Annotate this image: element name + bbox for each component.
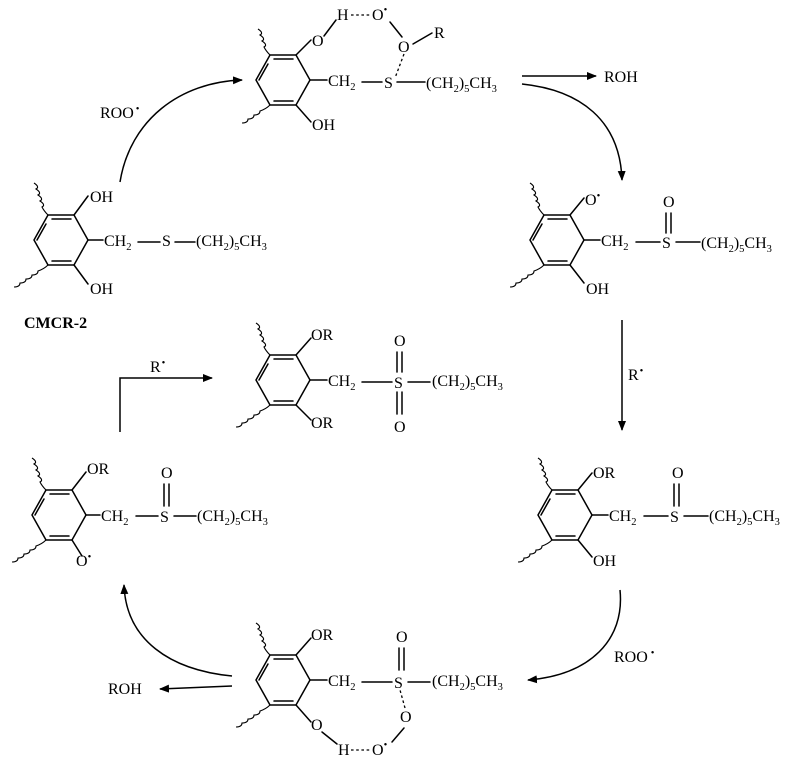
r-group-label: R [434, 25, 445, 42]
oxygen-radical-label: O• [76, 552, 92, 570]
oxygen-radical-label: O• [372, 740, 388, 759]
ch2-label: CH2 [101, 508, 128, 528]
sulfur-label: S [670, 509, 679, 526]
or-label: OR [311, 627, 334, 644]
molecule-bottom-complex: OR O H O• O CH2 S O (CH2)5CH3 [235, 622, 503, 759]
oxygen-label: O [398, 39, 410, 56]
reaction-arrow-icon [119, 374, 213, 432]
compound-name-label: CMCR-2 [24, 315, 87, 332]
sulfur-label: S [160, 509, 169, 526]
reaction-arrow-icon [120, 584, 233, 677]
hexyl-chain-label: (CH2)5CH3 [197, 508, 268, 528]
or-label: OR [311, 415, 334, 432]
sulfur-label: S [162, 233, 171, 250]
molecule-left-phenoxyl: OR O• CH2 S O (CH2)5CH3 [11, 457, 268, 570]
hexyl-chain-label: (CH2)5CH3 [432, 673, 503, 693]
ch2-label: CH2 [104, 233, 131, 253]
hydrogen-label: H [337, 7, 349, 24]
or-label: OR [311, 327, 334, 344]
ch2-label: CH2 [328, 373, 355, 393]
oh-label: OH [586, 281, 610, 298]
reaction-arrow-icon [159, 684, 233, 693]
ch2-label: CH2 [328, 73, 355, 93]
roh-label: ROH [108, 681, 142, 698]
oxygen-radical-label: O• [372, 5, 388, 24]
reaction-arrow-icon [521, 83, 626, 181]
r-radical-label: R• [628, 366, 644, 384]
molecule-phenoxyl-sulfoxide: O• OH CH2 S O (CH2)5CH3 [509, 182, 772, 298]
roh-label: ROH [604, 69, 638, 86]
oxygen-radical-label: O• [585, 191, 601, 209]
hexyl-chain-label: (CH2)5CH3 [426, 75, 497, 95]
oxygen-label: O [672, 465, 684, 482]
oxygen-label: O [400, 709, 412, 726]
hydrogen-label: H [338, 742, 350, 759]
roo-radical-label: ROO• [614, 648, 655, 666]
wavy-bond-icon [13, 264, 49, 288]
oxygen-label: O [311, 717, 323, 734]
molecule-top-complex: O H O• O R OH CH2 S (CH2)5CH3 [241, 5, 497, 134]
molecule-cmcr2: OH OH CH2 S (CH2)5CH3 CMCR-2 [13, 182, 267, 332]
oh-label: OH [312, 117, 336, 134]
r-radical-label: R• [150, 358, 166, 376]
ring-bond [33, 214, 89, 266]
oxygen-label: O [663, 194, 675, 211]
reaction-arrow-icon [119, 76, 243, 183]
oxygen-label: O [312, 33, 324, 50]
reaction-arrow-icon [527, 589, 622, 684]
ch2-label: CH2 [609, 508, 636, 528]
oxygen-label: O [161, 465, 173, 482]
oh-label: OH [593, 553, 617, 570]
hexyl-chain-label: (CH2)5CH3 [709, 508, 780, 528]
roo-radical-label: ROO• [100, 104, 140, 122]
or-label: OR [87, 461, 110, 478]
sulfur-label: S [394, 675, 403, 692]
ch2-label: CH2 [328, 673, 355, 693]
molecule-right-or-sulfoxide: OR OH CH2 S O (CH2)5CH3 [517, 457, 780, 570]
oh-label: OH [90, 281, 114, 298]
molecule-center-sulfone: OR OR CH2 S O O (CH2)5CH3 [235, 322, 503, 436]
sulfur-label: S [394, 375, 403, 392]
oxygen-label: O [394, 419, 406, 436]
hexyl-chain-label: (CH2)5CH3 [432, 373, 503, 393]
sulfur-label: S [662, 235, 671, 252]
ch2-label: CH2 [601, 233, 628, 253]
oxygen-label: O [396, 629, 408, 646]
oxygen-label: O [394, 333, 406, 350]
sulfur-label: S [384, 75, 393, 92]
wavy-bond-icon [33, 182, 49, 216]
oh-label: OH [90, 189, 114, 206]
hexyl-chain-label: (CH2)5CH3 [196, 233, 267, 253]
or-label: OR [593, 465, 616, 482]
hexyl-chain-label: (CH2)5CH3 [701, 235, 772, 255]
